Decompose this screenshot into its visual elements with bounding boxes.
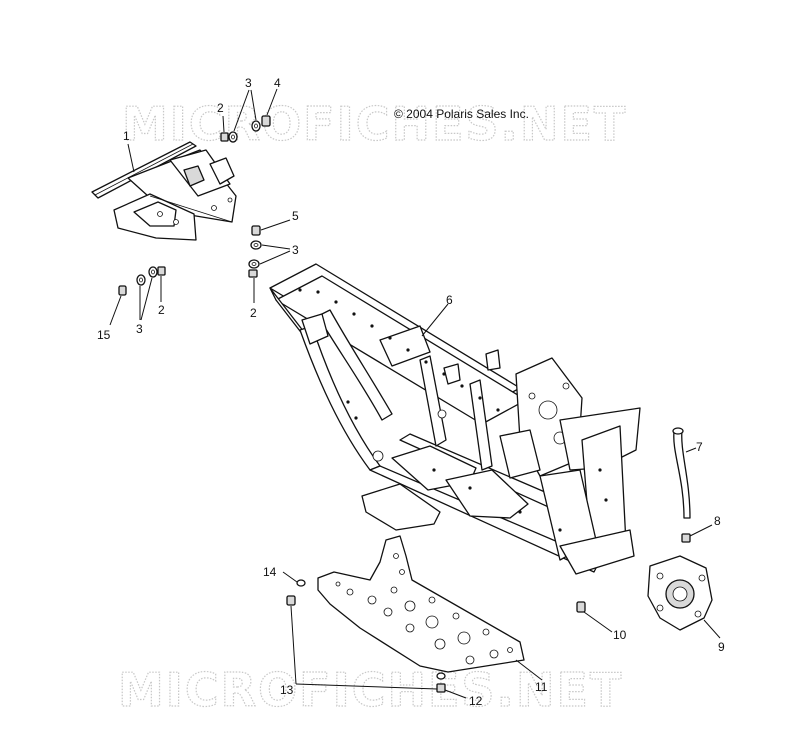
callout-5: 5 xyxy=(292,209,299,223)
part-8-clip xyxy=(681,533,691,543)
callout-14: 14 xyxy=(263,565,277,579)
skid-plate xyxy=(317,535,525,673)
callout-3-left: 3 xyxy=(136,322,143,336)
callout-9: 9 xyxy=(718,640,725,654)
leader-lines xyxy=(109,88,721,699)
hardware-top xyxy=(118,115,271,296)
breather-hose xyxy=(672,427,691,519)
callout-3-top: 3 xyxy=(245,76,252,90)
callout-2-top: 2 xyxy=(217,101,224,115)
part-14-washer xyxy=(296,579,306,587)
callout-2-mid: 2 xyxy=(250,306,257,320)
callout-6: 6 xyxy=(446,293,453,307)
callout-3-mid: 3 xyxy=(292,243,299,257)
callout-7: 7 xyxy=(696,440,703,454)
callout-2-left: 2 xyxy=(158,303,165,317)
callout-10: 10 xyxy=(613,628,627,642)
main-frame xyxy=(269,263,641,575)
watermark-top: MICROFICHES.NET xyxy=(122,97,627,151)
callout-1: 1 xyxy=(123,129,130,143)
callout-4: 4 xyxy=(274,76,281,90)
callout-13: 13 xyxy=(280,683,294,697)
callout-8: 8 xyxy=(714,514,721,528)
callout-15: 15 xyxy=(97,328,111,342)
part-12-nut xyxy=(436,683,446,693)
part-12-washer xyxy=(436,672,446,680)
watermark-bottom: MICROFICHES.NET xyxy=(118,663,623,717)
callout-12: 12 xyxy=(469,694,483,708)
copyright-notice: © 2004 Polaris Sales Inc. xyxy=(394,107,529,121)
part-10-bolt xyxy=(576,601,586,613)
callouts: 1 2 3 4 5 3 2 2 3 15 6 7 8 9 10 11 12 13… xyxy=(97,76,725,708)
gear-case xyxy=(647,555,713,631)
part-13-bolt xyxy=(286,595,296,606)
rear-bracket-assembly xyxy=(91,141,237,241)
callout-11: 11 xyxy=(535,680,548,694)
